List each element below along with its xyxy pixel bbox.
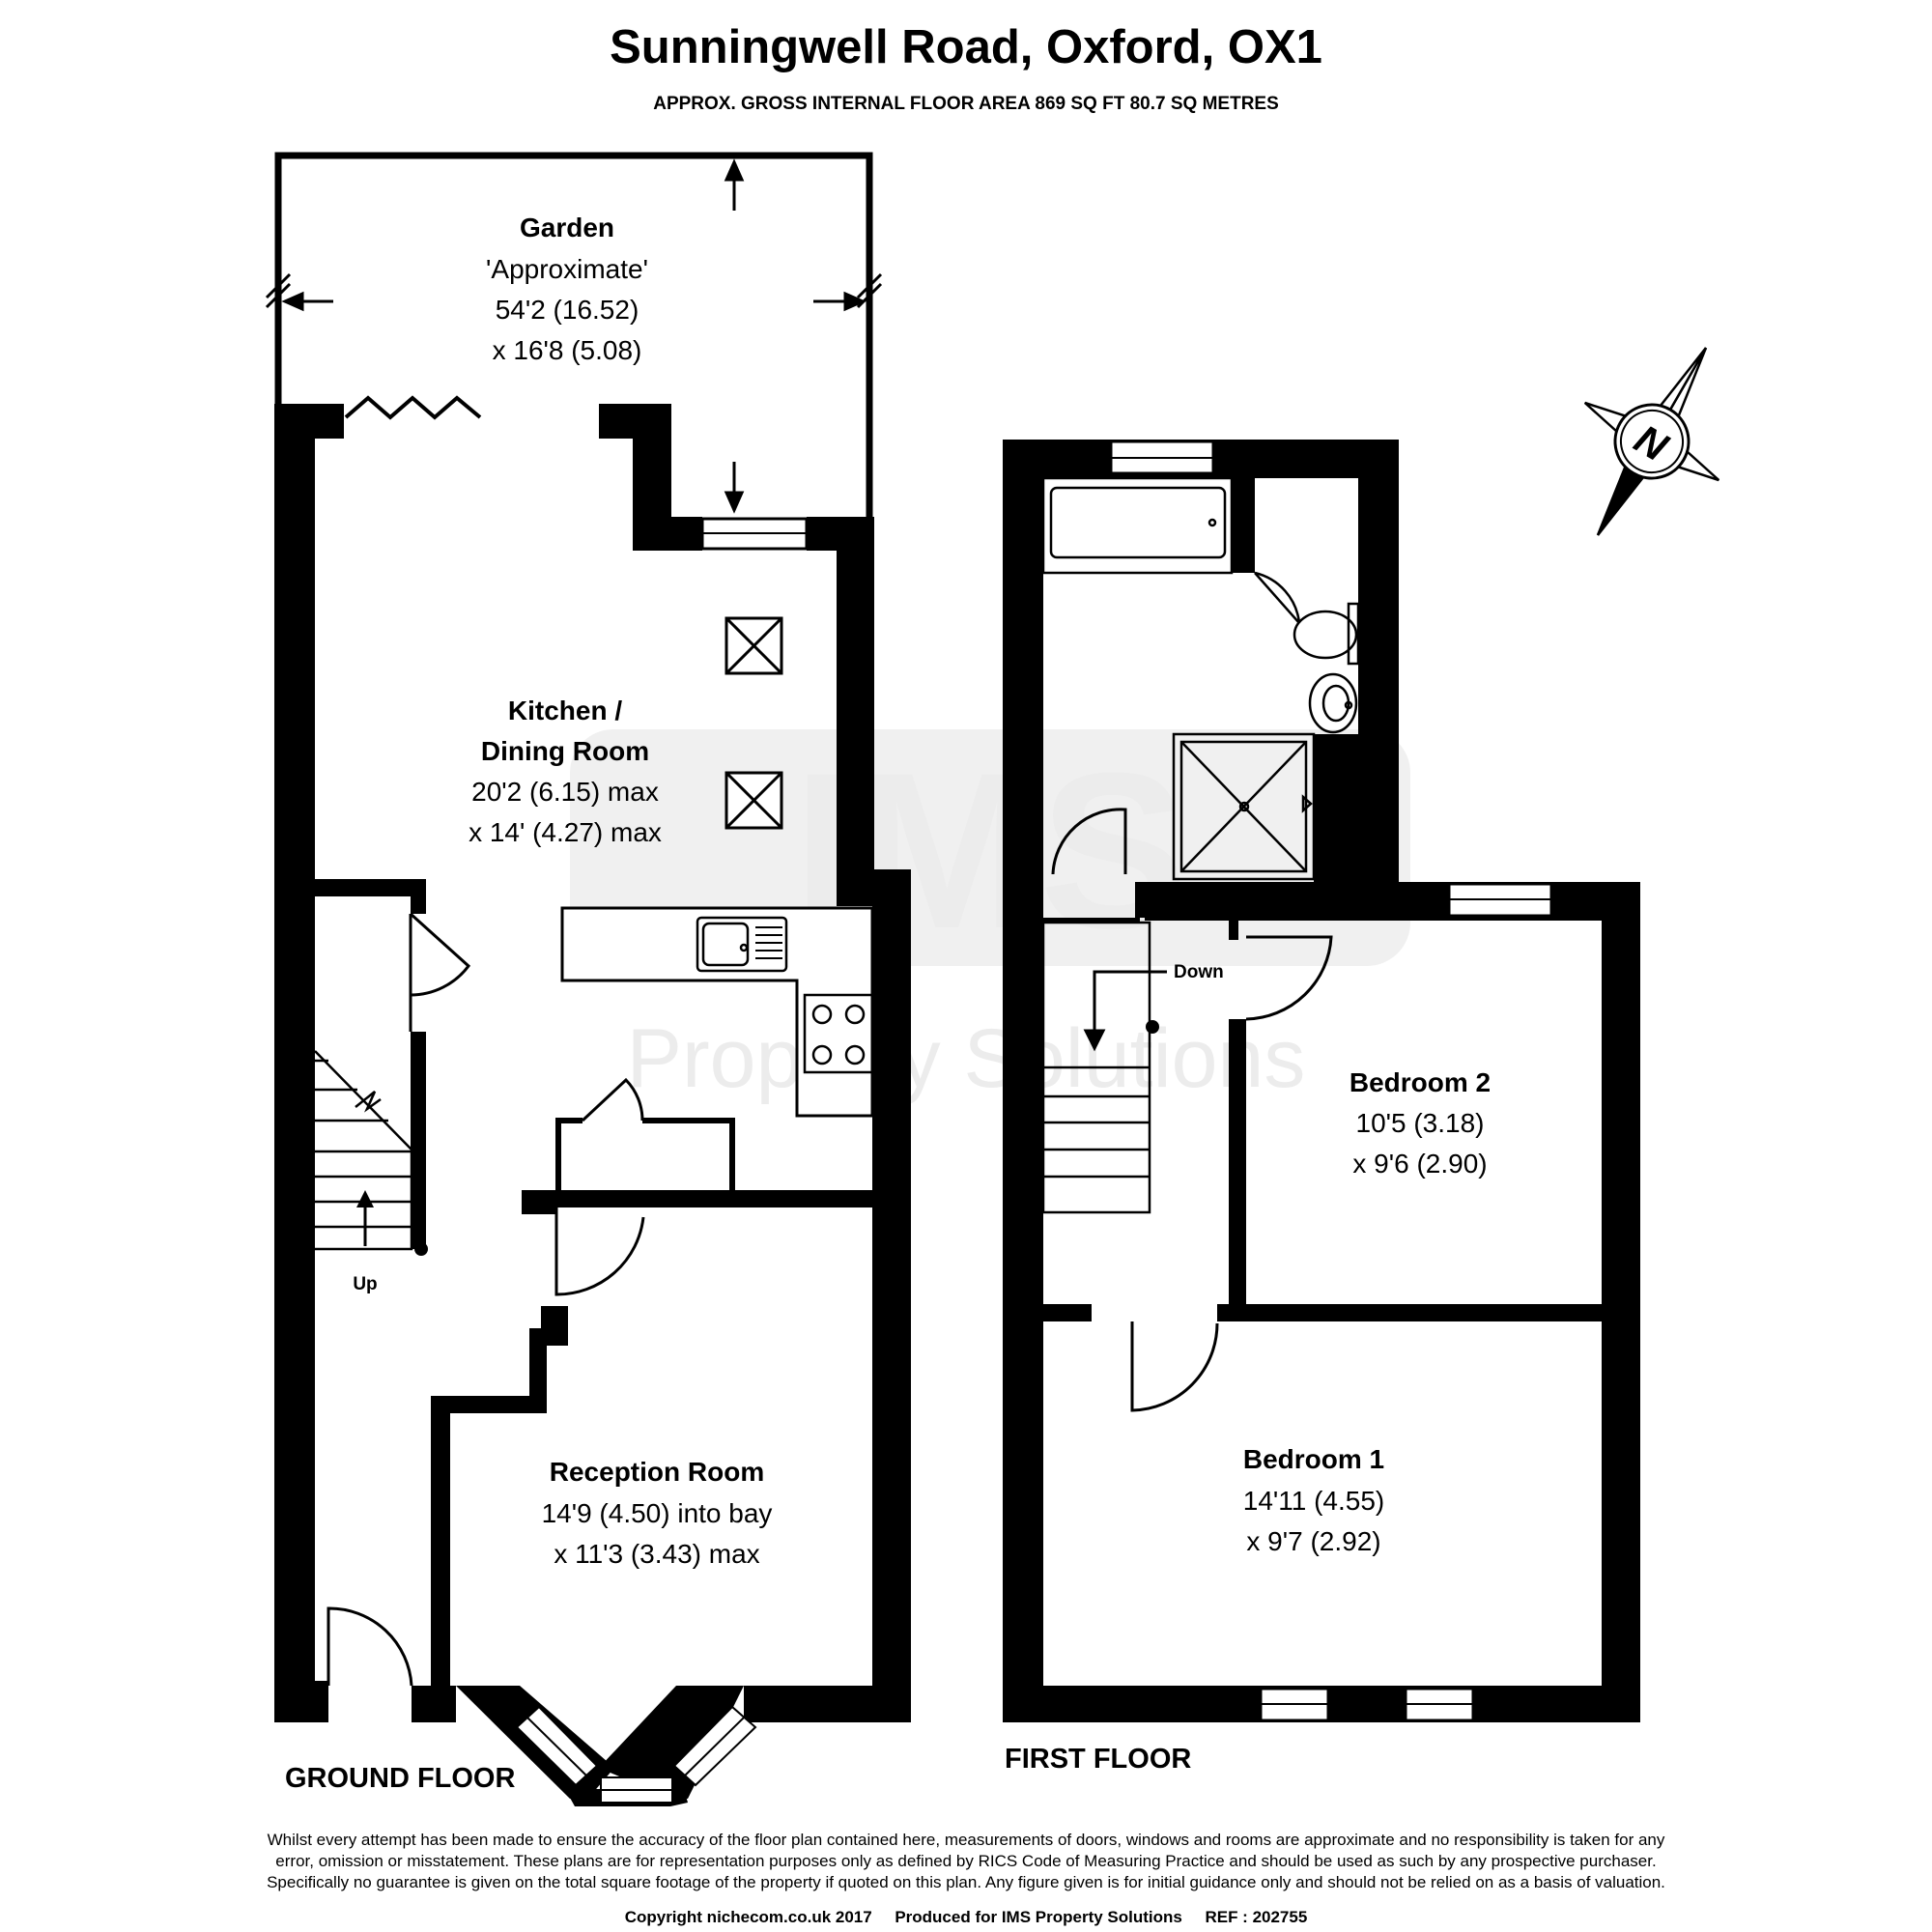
ground-floor-walls xyxy=(274,404,911,1722)
toilet-icon xyxy=(1254,571,1360,734)
page-title: Sunningwell Road, Oxford, OX1 xyxy=(610,21,1322,73)
garden-dimension-2: x 16'8 (5.08) xyxy=(493,335,642,365)
bathroom-door xyxy=(1051,808,1127,875)
garden-note: 'Approximate' xyxy=(486,254,648,284)
skylight-icon xyxy=(724,616,783,675)
floor-area-subtitle: APPROX. GROSS INTERNAL FLOOR AREA 869 SQ… xyxy=(653,94,1279,114)
kitchen-cupboard xyxy=(555,1118,582,1190)
bedroom1-dimension-2: x 9'7 (2.92) xyxy=(1246,1526,1380,1556)
up-label: Up xyxy=(353,1274,377,1294)
reception-dimension-1: 14'9 (4.50) into bay xyxy=(542,1498,773,1528)
first-floor-plan: Down Bedroom 2 10'5 (3.18) x 9'6 (2.90) … xyxy=(1003,440,1640,1775)
bay-window xyxy=(456,1686,757,1806)
kitchen-name-line1: Kitchen / xyxy=(508,696,622,725)
bath-icon xyxy=(1041,476,1234,575)
hob-icon xyxy=(803,993,874,1074)
first-floor-label: FIRST FLOOR xyxy=(1005,1744,1191,1775)
down-label: Down xyxy=(1174,962,1224,982)
garden-break-right xyxy=(856,272,883,299)
garden-dimension-arrows xyxy=(281,158,867,514)
bedroom2-dimension-1: 10'5 (3.18) xyxy=(1356,1108,1485,1138)
reception-door xyxy=(554,1208,645,1296)
ground-floor-plan: Up Garden 'Approximate' 54'2 (16.52) x 1… xyxy=(265,152,911,1806)
first-floor-staircase xyxy=(1041,921,1151,1214)
skylight-icon xyxy=(724,771,783,830)
cupboard-door xyxy=(581,1077,644,1122)
bedroom1-dimension-1: 14'11 (4.55) xyxy=(1243,1486,1384,1516)
bedroom2-name: Bedroom 2 xyxy=(1350,1067,1491,1097)
bedroom2-door xyxy=(1245,935,1333,1021)
garden-boundary xyxy=(274,152,873,517)
garden-dimension-1: 54'2 (16.52) xyxy=(496,295,639,325)
kitchen-dimension-1: 20'2 (6.15) max xyxy=(471,777,659,807)
kitchen-dimension-2: x 14' (4.27) max xyxy=(469,817,662,847)
bedroom1-name: Bedroom 1 xyxy=(1243,1444,1384,1474)
hall-door xyxy=(409,912,471,997)
ground-floor-staircase xyxy=(314,1050,413,1251)
bedroom2-dimension-2: x 9'6 (2.90) xyxy=(1352,1149,1487,1179)
reception-dimension-2: x 11'3 (3.43) max xyxy=(554,1539,759,1569)
newel-post xyxy=(1146,1020,1159,1034)
north-compass-icon xyxy=(1583,347,1720,536)
sink-icon xyxy=(696,916,788,973)
disclaimer-line-2: error, omission or misstatement. These p… xyxy=(275,1852,1656,1870)
newel-post xyxy=(414,1242,428,1256)
up-arrow-icon xyxy=(356,1190,374,1246)
garden-name: Garden xyxy=(520,213,614,242)
front-door xyxy=(327,1606,413,1687)
reception-name: Reception Room xyxy=(550,1457,764,1487)
watermark-tagline: Property Solutions xyxy=(627,1012,1306,1105)
garden-break-left xyxy=(265,272,292,299)
shower-icon xyxy=(1172,732,1316,881)
ground-floor-label: GROUND FLOOR xyxy=(285,1763,515,1794)
disclaimer-line-1: Whilst every attempt has been made to en… xyxy=(268,1831,1665,1849)
kitchen-name-line2: Dining Room xyxy=(481,736,649,766)
bedroom1-door xyxy=(1130,1321,1219,1412)
kitchen-counter xyxy=(560,906,874,1118)
copyright: Copyright nichecom.co.uk 2017 Produced f… xyxy=(625,1908,1308,1926)
garden-break-left-2 xyxy=(265,282,292,309)
down-arrow-icon xyxy=(1083,970,1167,1052)
disclaimer-line-3: Specifically no guarantee is given on th… xyxy=(267,1873,1665,1891)
bifold-door xyxy=(344,395,482,420)
